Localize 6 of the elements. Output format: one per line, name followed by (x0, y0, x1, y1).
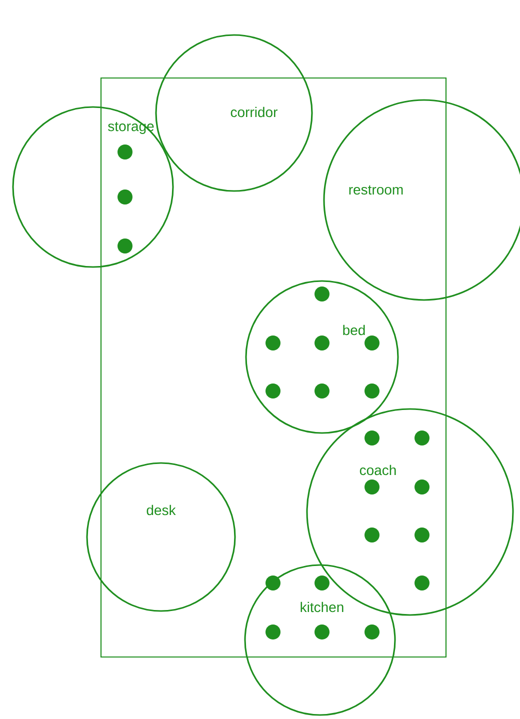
zone-label: desk (146, 504, 176, 516)
zone-label: coach (360, 464, 396, 476)
zone-label: bed (343, 324, 365, 336)
zone-label: corridor (230, 106, 278, 118)
zone-label: kitchen (300, 602, 344, 612)
zone-label: restroom (349, 185, 403, 195)
